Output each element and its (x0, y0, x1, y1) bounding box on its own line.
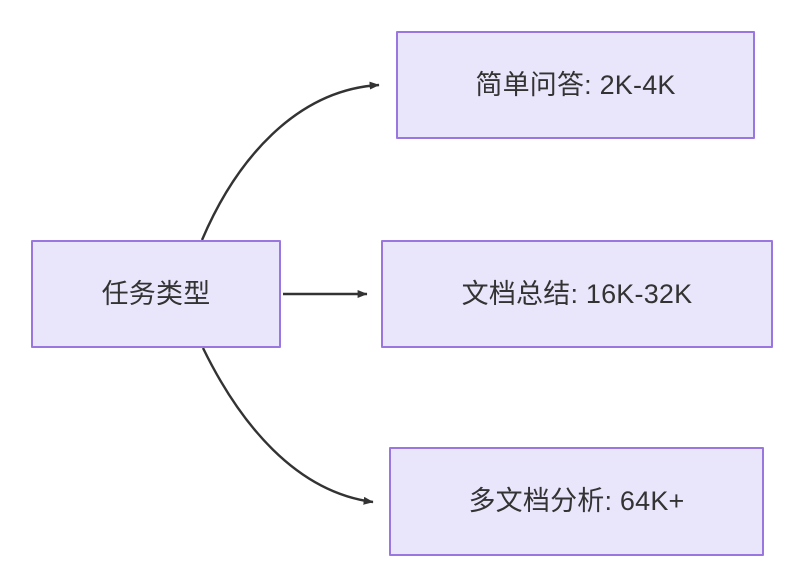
node-label: 任务类型 (101, 278, 211, 309)
node-label: 文档总结: 16K-32K (461, 278, 693, 309)
node-task-type[interactable]: 任务类型 (31, 240, 281, 348)
node-multi-doc[interactable]: 多文档分析: 64K+ (389, 447, 764, 556)
node-simple-qa[interactable]: 简单问答: 2K-4K (396, 31, 755, 139)
node-doc-summary[interactable]: 文档总结: 16K-32K (381, 240, 773, 348)
edge-source-to-simple-qa (200, 81, 380, 241)
node-label: 多文档分析: 64K+ (468, 486, 685, 517)
edge-source-to-multi-doc (201, 347, 374, 505)
node-label: 简单问答: 2K-4K (475, 69, 676, 100)
